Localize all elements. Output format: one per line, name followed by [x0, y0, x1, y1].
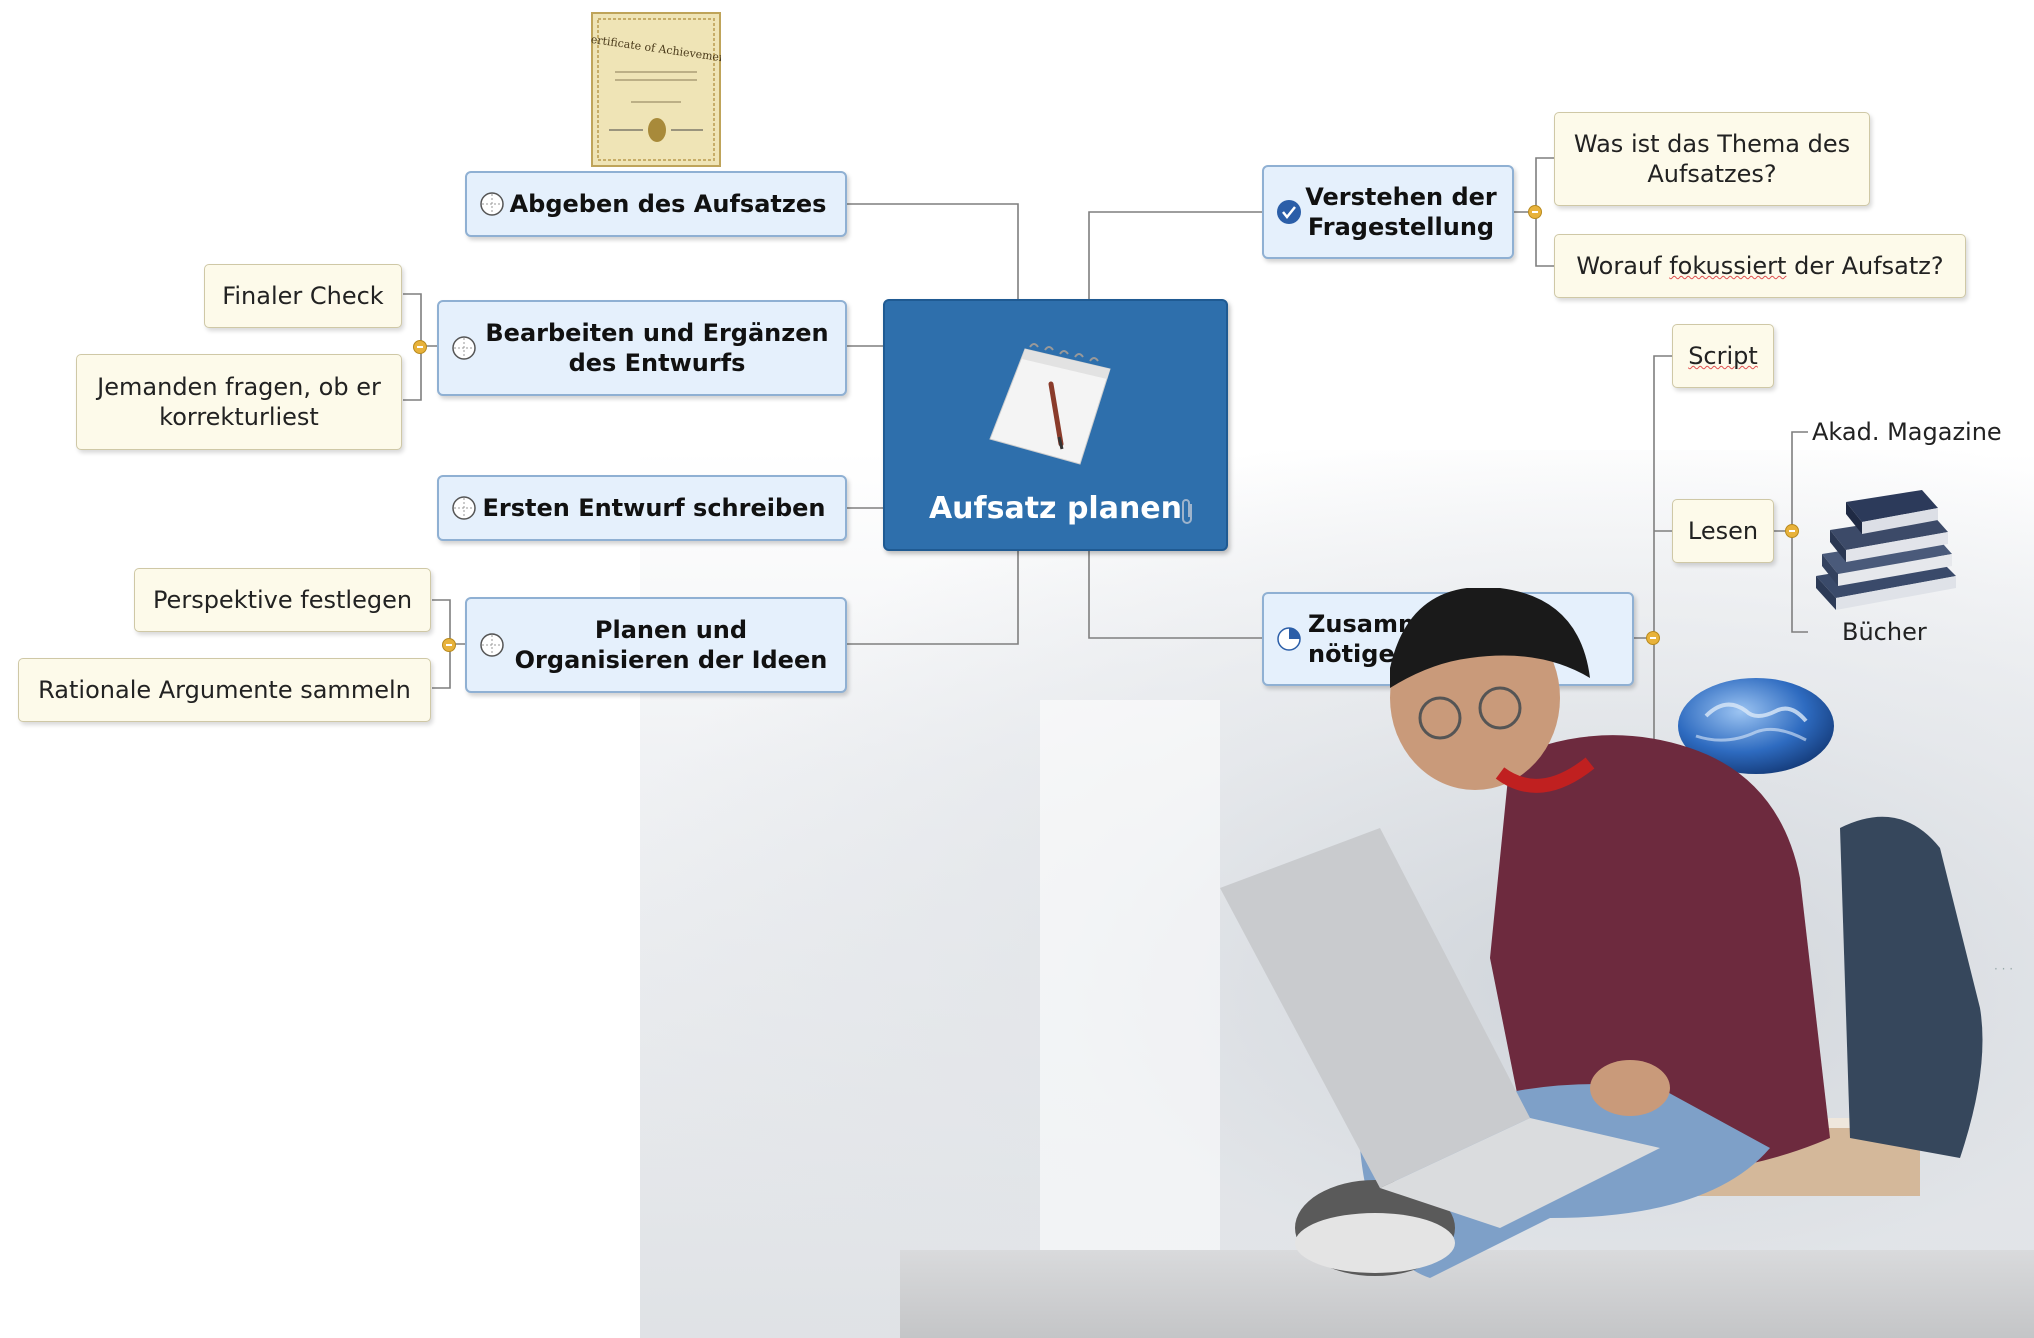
connector-line: [403, 293, 437, 401]
paperclip-icon[interactable]: [1179, 497, 1197, 527]
subtopic-label: Jemanden fragen, ob er korrekturliest: [97, 373, 381, 431]
connector-line: [432, 599, 465, 689]
subtopic-lesen[interactable]: Lesen: [1672, 499, 1774, 563]
subtopic-label: Perspektive festlegen: [152, 586, 413, 614]
topic-label: Verstehen der Fragestellung: [1305, 183, 1497, 241]
connector-line: [1088, 551, 1262, 639]
collapse-toggle[interactable]: [1646, 631, 1660, 645]
task-progress-0-icon[interactable]: [479, 632, 505, 658]
subtopic-label: Finaler Check: [222, 282, 384, 310]
central-topic[interactable]: Aufsatz planen: [883, 299, 1228, 551]
background-ledge: [900, 1250, 2034, 1338]
notepad-pencil-icon: [989, 343, 1111, 465]
collapse-toggle[interactable]: [413, 340, 427, 354]
subtopic-label: Lesen: [1687, 517, 1759, 545]
topic-label: Abgeben des Aufsatzes: [509, 190, 827, 218]
subtopic-worauf-fokussiert[interactable]: Worauf fokussiert der Aufsatz?: [1554, 234, 1966, 298]
subtopic-jemanden-fragen[interactable]: Jemanden fragen, ob er korrekturliest: [76, 354, 402, 450]
topic-label: Planen und Organisieren der Ideen: [514, 616, 828, 674]
decorative-dots: · · ·: [1994, 962, 2014, 976]
subtopic-script[interactable]: Script: [1672, 324, 1774, 388]
topic-verstehen-der-fragestellung[interactable]: Verstehen der Fragestellung: [1262, 165, 1514, 259]
connector-line: [1514, 157, 1554, 267]
topic-label: Bearbeiten und Ergänzen des Entwurfs: [485, 319, 829, 377]
connector-line: [1774, 431, 1808, 633]
subtopic-buecher[interactable]: Bücher: [1842, 618, 1927, 646]
subtopic-rationale-argumente[interactable]: Rationale Argumente sammeln: [18, 658, 431, 722]
connector-line: [847, 203, 1019, 299]
certificate-image: Certificate of Achievement: [591, 12, 721, 167]
task-progress-25-icon[interactable]: [1276, 626, 1302, 652]
subtopic-akad-magazine[interactable]: Akad. Magazine: [1812, 418, 2002, 446]
subtopic-was-ist-das-thema[interactable]: Was ist das Thema des Aufsatzes?: [1554, 112, 1870, 206]
subtopic-label: Worauf fokussiert der Aufsatz?: [1576, 252, 1944, 280]
collapse-toggle[interactable]: [442, 638, 456, 652]
task-complete-check-icon[interactable]: [1276, 199, 1302, 225]
topic-bearbeiten-und-ergaenzen[interactable]: Bearbeiten und Ergänzen des Entwurfs: [437, 300, 847, 396]
topic-planen-und-organisieren[interactable]: Planen und Organisieren der Ideen: [465, 597, 847, 693]
subtopic-perspektive-festlegen[interactable]: Perspektive festlegen: [134, 568, 431, 632]
task-progress-0-icon[interactable]: [451, 335, 477, 361]
subtopic-label: Rationale Argumente sammeln: [38, 676, 411, 704]
collapse-toggle[interactable]: [1528, 205, 1542, 219]
subtopic-label: Script: [1688, 342, 1758, 370]
collapse-toggle[interactable]: [1785, 524, 1799, 538]
student-with-laptop-photo: [1220, 588, 1983, 1278]
central-topic-label: Aufsatz planen: [928, 491, 1183, 526]
subtopic-finaler-check[interactable]: Finaler Check: [204, 264, 402, 328]
topic-ersten-entwurf-schreiben[interactable]: Ersten Entwurf schreiben: [437, 475, 847, 541]
topic-abgeben-des-aufsatzes[interactable]: Abgeben des Aufsatzes: [465, 171, 847, 237]
topic-label: Ersten Entwurf schreiben: [482, 494, 826, 522]
subtopic-label: Was ist das Thema des Aufsatzes?: [1573, 130, 1851, 188]
task-progress-0-icon[interactable]: [479, 191, 505, 217]
task-progress-0-icon[interactable]: [451, 495, 477, 521]
stacked-books-image: [1816, 490, 1956, 610]
connector-line: [1088, 211, 1262, 299]
background-pillar: [1040, 700, 1220, 1338]
globe-image: [1678, 678, 1834, 774]
connector-line: [847, 551, 1019, 645]
